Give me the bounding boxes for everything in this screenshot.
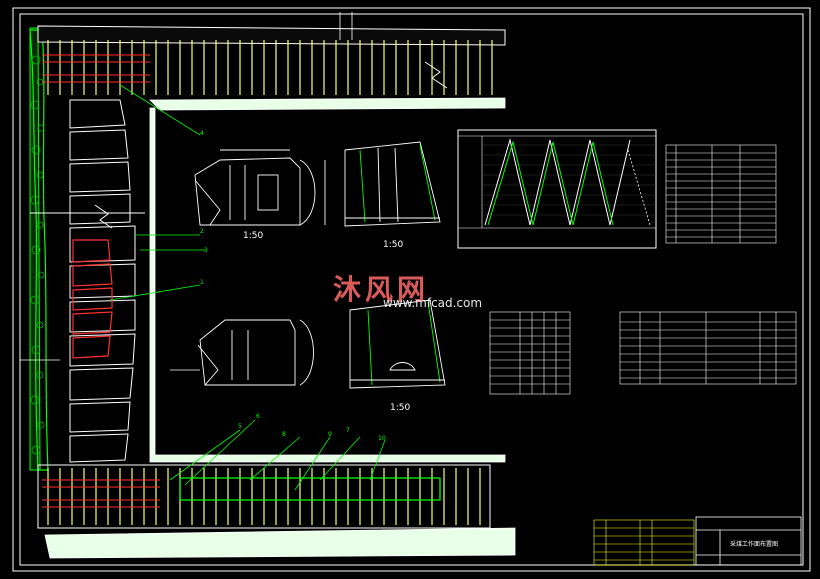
- section-view-bottom-right: [349, 299, 446, 389]
- section-marks: [20, 359, 200, 371]
- callout-2: 2: [200, 228, 204, 235]
- watermark-url: www.mfcad.com: [383, 296, 483, 310]
- title-block-title: 采煤工作面布置图: [730, 540, 778, 548]
- title-block: [695, 516, 802, 566]
- callout-9: 9: [328, 431, 332, 438]
- scale-labels: 1:50 1:50 1:50: [243, 231, 410, 413]
- cycle-chart: [457, 129, 657, 249]
- outer-frame: [12, 7, 811, 572]
- inner-roadway: [149, 107, 506, 463]
- callout-5: 5: [238, 423, 242, 430]
- scale-label-1: 1:50: [243, 231, 263, 241]
- legend-table: [593, 519, 695, 566]
- callout-3: 3: [204, 247, 208, 254]
- bottom-roadway: [37, 464, 516, 559]
- callout-4: 4: [200, 130, 204, 137]
- callout-numbers: 4 2 3 1 5 6 8 9 7 10: [200, 130, 386, 442]
- top-roadway: [37, 12, 506, 111]
- callout-leaders: [109, 84, 386, 491]
- section-view-top-left: [194, 149, 326, 226]
- spec-table: [665, 144, 777, 244]
- callout-1: 1: [200, 279, 204, 286]
- watermark-logo: 沐风网: [333, 273, 430, 306]
- callout-6: 6: [256, 413, 260, 420]
- inner-frame: [19, 13, 804, 566]
- face-supports: [30, 99, 145, 463]
- coal-wall-left: [29, 27, 49, 471]
- callout-7: 7: [346, 427, 350, 434]
- callout-10: 10: [378, 435, 386, 442]
- scale-label-3: 1:50: [390, 403, 410, 413]
- equipment-table-right: [619, 311, 797, 385]
- equipment-table-mid: [489, 311, 571, 395]
- red-supports: [72, 239, 113, 359]
- section-view-bottom-left: [197, 319, 314, 386]
- section-view-top-right: [344, 141, 441, 227]
- scale-label-2: 1:50: [383, 240, 403, 250]
- callout-8: 8: [282, 431, 286, 438]
